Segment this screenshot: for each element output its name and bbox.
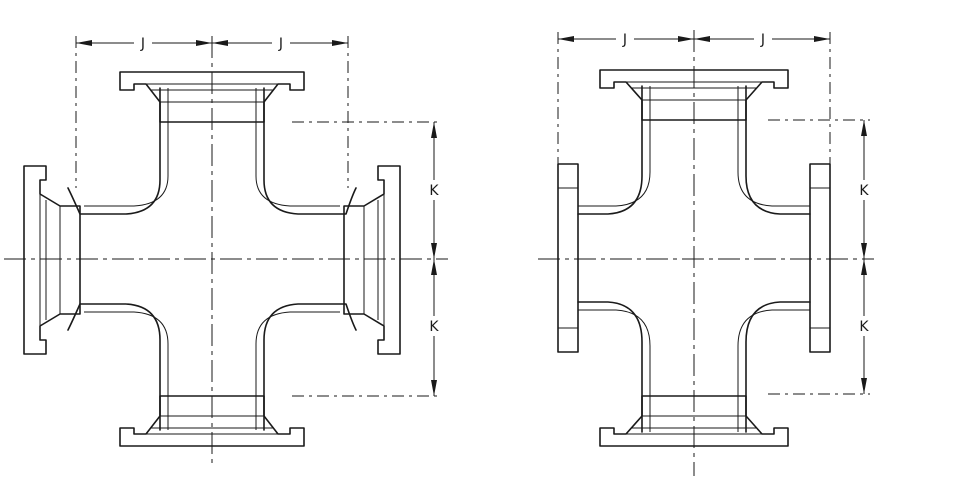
right-j-arrow-3 — [694, 36, 710, 42]
right-crotch-lines — [578, 86, 810, 432]
left-j-arrow-2 — [196, 40, 212, 46]
right-j-label-right: J — [760, 32, 765, 48]
right-right-flange — [809, 163, 831, 353]
left-crotch-lines — [84, 88, 340, 430]
right-k-label-lower: K — [859, 319, 869, 335]
left-k-arrow-1 — [431, 122, 437, 138]
left-j-arrow-4 — [332, 40, 348, 46]
left-top-socket — [146, 83, 278, 123]
right-k-arrow-4 — [861, 378, 867, 394]
left-j-label-left: J — [140, 36, 145, 52]
left-j-arrow-1 — [76, 40, 92, 46]
right-left-flange-holes — [558, 187, 578, 329]
left-right-socket — [343, 194, 385, 326]
right-body-outline — [577, 85, 811, 433]
left-k-label-lower: K — [429, 319, 439, 335]
right-k-label-upper: K — [859, 183, 869, 199]
left-k-arrow-4 — [431, 380, 437, 396]
right-k-arrow-2 — [861, 243, 867, 259]
left-j-label-right: J — [278, 36, 283, 52]
right-j-arrow-1 — [558, 36, 574, 42]
right-j-label-left: J — [622, 32, 627, 48]
left-cross-view: J J K K — [4, 34, 448, 466]
right-j-arrow-2 — [678, 36, 694, 42]
left-k-arrow-3 — [431, 259, 437, 275]
right-j-arrow-4 — [814, 36, 830, 42]
right-right-flange-holes — [810, 187, 830, 329]
left-k-label-upper: K — [429, 183, 439, 199]
right-k-arrow-1 — [861, 120, 867, 136]
right-cross-view: J J K K — [538, 30, 874, 476]
left-body-outline — [67, 87, 357, 431]
left-bottom-socket — [146, 395, 278, 435]
left-k-arrow-2 — [431, 243, 437, 259]
right-bottom-socket — [626, 415, 762, 435]
left-left-socket — [39, 194, 81, 326]
right-left-flange — [557, 163, 579, 353]
left-j-arrow-3 — [212, 40, 228, 46]
right-bottom-flange — [599, 395, 789, 447]
right-top-socket — [626, 81, 762, 101]
right-k-arrow-3 — [861, 259, 867, 275]
right-top-flange — [599, 69, 789, 121]
